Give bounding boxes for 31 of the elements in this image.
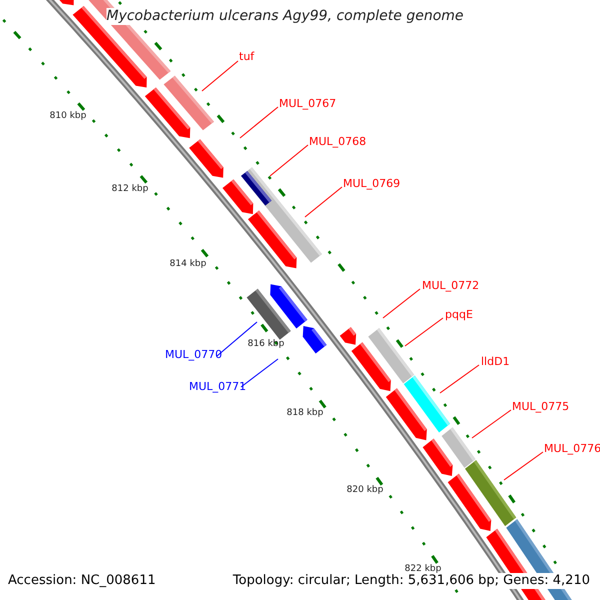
- leader-line: [404, 318, 444, 346]
- scale-label: 818 kbp: [286, 408, 324, 419]
- genome-info-text: Topology: circular; Length: 5,631,606 bp; Genes: 4,210: [232, 573, 590, 589]
- leader-line: [472, 410, 512, 438]
- scale-label: 810 kbp: [50, 111, 86, 122]
- leader-line: [440, 364, 480, 394]
- gene-label: MUL_0768: [309, 135, 366, 148]
- leader-line: [270, 144, 308, 176]
- leader-line: [240, 106, 278, 138]
- map-title: Mycobacterium ulcerans Agy99, complete genome: [106, 8, 464, 25]
- scale-label: 814 kbp: [170, 259, 206, 270]
- gene-label: MUL_0769: [343, 177, 400, 190]
- leader-line: [382, 288, 420, 318]
- scale-label: 822 kbp: [404, 564, 442, 574]
- gene-label: MUL_0775: [512, 400, 570, 414]
- leader-line: [504, 452, 544, 480]
- gene-label: tuf: [239, 50, 254, 64]
- scale-label: 816 kbp: [248, 339, 284, 350]
- gene-label: lldD1: [481, 355, 510, 368]
- leader-line: [304, 186, 342, 218]
- gene-label: MUL_0770: [165, 348, 222, 362]
- gene-label: pqqE: [445, 308, 473, 322]
- accession-text: Accession: NC_008611: [8, 573, 156, 589]
- gene-label: MUL_0767: [279, 97, 336, 110]
- scale-label: 812 kbp: [112, 184, 148, 195]
- leader-line: [202, 60, 238, 92]
- leader-line: [240, 358, 278, 388]
- gene-label: MUL_0771: [189, 380, 246, 394]
- scale-label: 820 kbp: [346, 485, 384, 496]
- leader-line: [216, 322, 258, 356]
- gene-label: MUL_0772: [422, 279, 480, 292]
